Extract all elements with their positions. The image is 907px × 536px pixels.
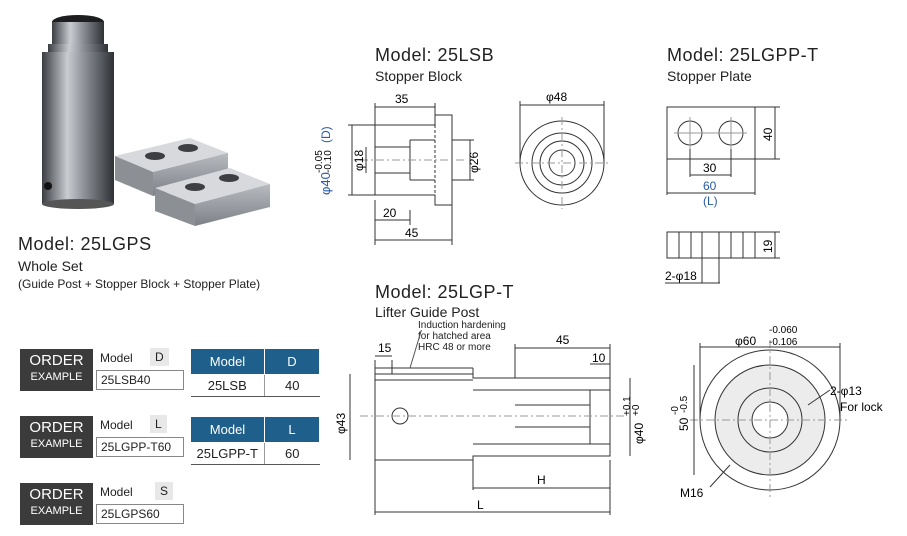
guide-post-title: Model: 25LGP-T <box>375 282 515 302</box>
plate-holes: 2-φ18 <box>665 269 697 283</box>
stopper-plate-drawing: 40 30 60 (L) 19 2-φ18 <box>665 106 780 284</box>
order1-model-label: Model <box>100 351 133 365</box>
dim-35: 35 <box>395 92 409 106</box>
order-label: ORDER <box>29 352 84 369</box>
post-dim-l: L <box>477 498 484 512</box>
example-label: EXAMPLE <box>30 438 83 450</box>
end-tol50-up: -0 <box>670 406 681 415</box>
order-tag-1: ORDER EXAMPLE <box>20 349 93 391</box>
end-tol60-low: -0.106 <box>769 337 798 348</box>
plate-l-label: (L) <box>703 194 718 208</box>
note-line-3: HRC 48 or more <box>418 342 491 353</box>
cell-d: 40 <box>264 374 320 397</box>
note-line-2: for hatched area <box>418 331 491 342</box>
guide-post-subtitle: Lifter Guide Post <box>375 304 480 320</box>
tol-lower: -0.10 <box>323 150 334 173</box>
stopper-block-subtitle: Stopper Block <box>375 68 463 84</box>
whole-set-note: (Guide Post + Stopper Block + Stopper Pl… <box>18 277 261 291</box>
whole-set-title: Model: 25LGPS <box>18 234 152 254</box>
end-for-lock: For lock <box>840 400 884 414</box>
post-dim-phi43: φ43 <box>334 413 348 434</box>
col-model: Model <box>190 348 265 375</box>
example-label: EXAMPLE <box>30 505 83 517</box>
guide-post-end-view: φ60 -0.060 -0.106 50 -0 -0.5 2-φ13 For l… <box>670 325 884 500</box>
stopper-plate-subtitle: Stopper Plate <box>667 68 752 84</box>
note-line-1: Induction hardening <box>418 320 506 331</box>
post-dim-45: 45 <box>556 333 570 347</box>
dim-phi40: φ40 <box>318 172 333 195</box>
product-photo <box>42 15 270 226</box>
plate-dim-60: 60 <box>703 179 717 193</box>
dim-phi26: φ26 <box>467 152 481 173</box>
tol-upper: -0.05 <box>314 150 325 173</box>
end-dim-phi60: φ60 <box>735 334 756 348</box>
example-label: EXAMPLE <box>30 371 83 383</box>
post-dim-10: 10 <box>592 351 606 365</box>
end-m16: M16 <box>680 486 704 500</box>
end-tol50-low: -0.5 <box>679 395 690 413</box>
whole-set-subtitle: Whole Set <box>18 258 83 274</box>
order2-param-label: L <box>150 415 167 433</box>
order1-value: 25LSB40 <box>96 370 184 390</box>
order2-model-label: Model <box>100 418 133 432</box>
order3-param-label: S <box>155 482 174 500</box>
post-tol-low: +0 <box>631 404 642 416</box>
col-d: D <box>264 348 320 375</box>
post-dim-15: 15 <box>378 341 392 355</box>
col-model: Model <box>190 416 265 443</box>
cell-l: 60 <box>264 442 320 465</box>
cell-model: 25LSB <box>190 374 265 397</box>
post-tol-up: +0.1 <box>622 396 633 416</box>
dim-phi18: φ18 <box>352 150 366 171</box>
plate-dim-19: 19 <box>761 239 775 253</box>
order-label: ORDER <box>29 419 84 436</box>
hardening-note: Induction hardening for hatched area HRC… <box>418 320 506 353</box>
order2-value: 25LGPP-T60 <box>96 437 184 457</box>
order3-model-label: Model <box>100 485 133 499</box>
plate-dim-40: 40 <box>761 127 775 141</box>
order3-value: 25LGPS60 <box>96 504 184 524</box>
post-dim-h: H <box>537 473 546 487</box>
stopper-block-title: Model: 25LSB <box>375 45 495 65</box>
stopper-block-drawing: 35 20 45 φ18 φ26 φ40 -0.05 -0.10 (D) φ48 <box>314 90 609 245</box>
stopper-plate-title: Model: 25LGPP-T <box>667 45 819 65</box>
end-holes: 2-φ13 <box>830 384 862 398</box>
order-label: ORDER <box>29 486 84 503</box>
col-l: L <box>264 416 320 443</box>
post-dim-phi40: φ40 <box>632 423 646 444</box>
end-dim-50: 50 <box>677 417 691 431</box>
dim-20: 20 <box>383 206 397 220</box>
dim-phi48: φ48 <box>546 90 567 104</box>
order-tag-3: ORDER EXAMPLE <box>20 483 93 525</box>
dim-45: 45 <box>405 226 419 240</box>
order1-param-label: D <box>150 348 169 366</box>
order-tag-2: ORDER EXAMPLE <box>20 416 93 458</box>
guide-post-drawing: 15 45 10 φ43 φ40 +0.1 +0 H L <box>334 330 646 515</box>
plate-dim-30: 30 <box>703 161 717 175</box>
d-label: (D) <box>319 126 333 143</box>
end-tol60-up: -0.060 <box>769 325 798 336</box>
cell-model: 25LGPP-T <box>190 442 265 465</box>
